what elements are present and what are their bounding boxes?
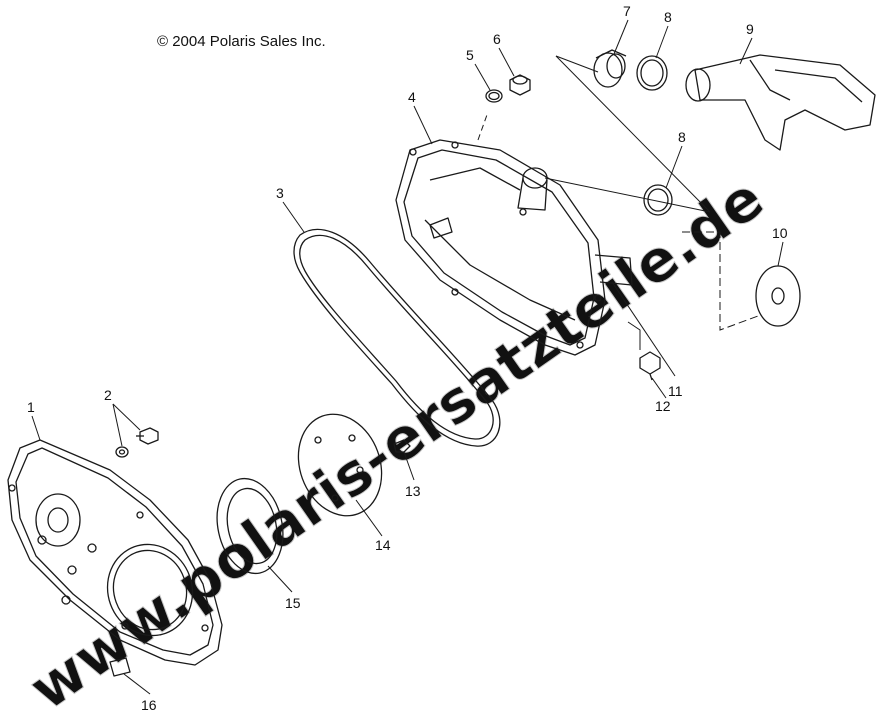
part-3-drive-belt bbox=[293, 228, 501, 447]
part-12-bolt bbox=[639, 351, 661, 381]
callout-4: 4 bbox=[408, 89, 416, 105]
part-7-coupler bbox=[593, 49, 627, 88]
callout-3: 3 bbox=[276, 185, 284, 201]
callout-13: 13 bbox=[405, 483, 421, 499]
part-2-bolt-washer bbox=[115, 427, 159, 458]
callout-9: 9 bbox=[746, 21, 754, 37]
callout-14: 14 bbox=[375, 537, 391, 553]
callout-8-upper: 8 bbox=[664, 9, 672, 25]
callout-11: 11 bbox=[668, 383, 683, 399]
callout-2: 2 bbox=[104, 387, 112, 403]
callout-5: 5 bbox=[466, 47, 474, 63]
part-14-plate bbox=[297, 413, 383, 517]
part-9-intake-duct bbox=[685, 54, 876, 151]
part-13-fastener bbox=[393, 439, 411, 453]
callout-16: 16 bbox=[141, 697, 157, 713]
part-8-hose-clamp-lower bbox=[643, 184, 673, 216]
callout-6: 6 bbox=[493, 31, 501, 47]
callout-10: 10 bbox=[772, 225, 788, 241]
callout-1: 1 bbox=[27, 399, 35, 415]
callout-15: 15 bbox=[285, 595, 301, 611]
callout-7: 7 bbox=[623, 3, 631, 19]
part-1-outer-clutch-cover bbox=[7, 439, 223, 666]
part-8-hose-clamp-upper bbox=[636, 55, 668, 91]
part-15-seal-ring bbox=[216, 477, 284, 575]
callout-labels: 1 2 3 4 5 6 7 8 8 9 10 11 12 13 14 15 16 bbox=[27, 3, 788, 713]
part-5-o-ring bbox=[485, 89, 503, 103]
callout-12: 12 bbox=[655, 398, 671, 414]
copyright-notice: © 2004 Polaris Sales Inc. bbox=[157, 33, 326, 50]
leader-lines bbox=[31, 19, 784, 695]
part-10-washer bbox=[755, 265, 801, 327]
part-4-inner-clutch-cover bbox=[395, 139, 633, 356]
callout-8-lower: 8 bbox=[678, 129, 686, 145]
part-16-clip bbox=[109, 657, 131, 677]
part-6-plug bbox=[509, 74, 531, 96]
